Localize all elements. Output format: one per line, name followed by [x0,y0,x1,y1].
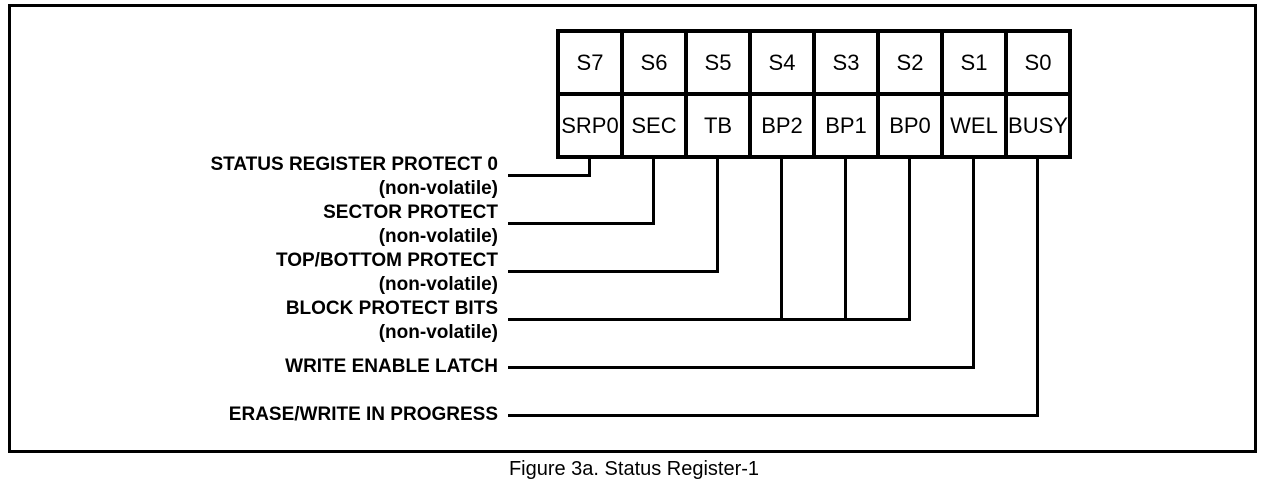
bit-name-cell-tb: TB [688,96,748,155]
bit-position-cell-s7: S7 [560,33,620,92]
connector-vertical-busy [1036,155,1039,417]
bit-name-cell-srp0: SRP0 [560,96,620,155]
bit-position-cell-s6: S6 [624,33,684,92]
label-subtitle: (non-volatile) [378,274,498,295]
connector-vertical-srp0 [588,155,591,177]
label-title: ERASE/WRITE IN PROGRESS [228,404,498,425]
status-register-table: S7 S6 S5 S4 S3 S2 S1 S0 SRP0 SEC TB BP2 … [556,29,1072,159]
label-title: STATUS REGISTER PROTECT 0 [210,154,499,175]
connector-vertical-bp1 [844,155,847,321]
bit-position-cell-s0: S0 [1008,33,1068,92]
bit-position-cell-s2: S2 [880,33,940,92]
connector-horizontal-block-protect [508,318,911,321]
label-subtitle: (non-volatile) [378,226,498,247]
bit-name-cell-bp1: BP1 [816,96,876,155]
connector-horizontal-sec [508,222,655,225]
label-title: SECTOR PROTECT [323,202,498,223]
bit-name-cell-bp0: BP0 [880,96,940,155]
label-subtitle: (non-volatile) [378,322,498,343]
label-erase-write-in-progress: ERASE/WRITE IN PROGRESS [188,403,498,427]
label-block-protect-bits: BLOCK PROTECT BITS (non-volatile) [188,297,498,345]
label-subtitle: (non-volatile) [378,178,498,199]
bit-name-cell-sec: SEC [624,96,684,155]
bit-position-cell-s3: S3 [816,33,876,92]
label-title: WRITE ENABLE LATCH [285,356,498,377]
connector-horizontal-busy [508,414,1039,417]
bit-position-cell-s1: S1 [944,33,1004,92]
connector-horizontal-tb [508,270,719,273]
bit-name-cell-wel: WEL [944,96,1004,155]
label-top-bottom-protect: TOP/BOTTOM PROTECT (non-volatile) [188,249,498,297]
connector-horizontal-srp0 [508,174,591,177]
connector-horizontal-wel [508,366,975,369]
label-title: BLOCK PROTECT BITS [285,298,498,319]
bit-position-cell-s5: S5 [688,33,748,92]
connector-vertical-sec [652,155,655,225]
label-sector-protect: SECTOR PROTECT (non-volatile) [188,201,498,249]
bit-name-cell-busy: BUSY [1008,96,1068,155]
figure-caption: Figure 3a. Status Register-1 [508,458,760,480]
connector-vertical-bp0 [908,155,911,321]
bit-name-cell-bp2: BP2 [752,96,812,155]
label-status-register-protect-0: STATUS REGISTER PROTECT 0 (non-volatile) [188,153,499,201]
connector-vertical-tb [716,155,719,273]
bit-position-cell-s4: S4 [752,33,812,92]
label-write-enable-latch: WRITE ENABLE LATCH [188,355,498,379]
connector-vertical-bp2 [780,155,783,321]
connector-vertical-wel [972,155,975,369]
label-title: TOP/BOTTOM PROTECT [275,250,498,271]
